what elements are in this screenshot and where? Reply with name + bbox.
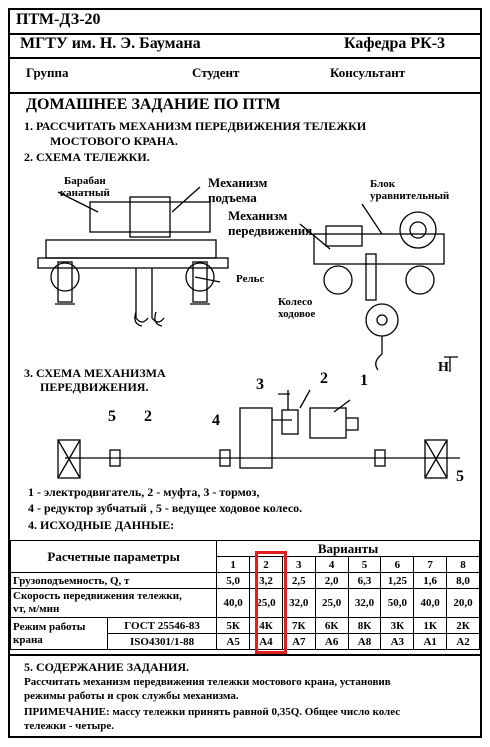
content-text-1: Рассчитать механизм передвижения тележки… (24, 676, 391, 688)
rail-label: Рельс (236, 273, 265, 285)
param-header: Расчетные параметры (9, 540, 218, 573)
content-note-2: тележки - четыре. (24, 720, 114, 732)
lift-label-1: Механизм (208, 175, 268, 190)
variant-cell: 5 (347, 556, 382, 573)
speed-cell: 40,0 (216, 588, 251, 618)
travel-label-2: передвижения (228, 223, 313, 238)
variant-cell: 4 (314, 556, 349, 573)
content-title: 5. СОДЕРЖАНИЕ ЗАДАНИЯ. (24, 660, 190, 674)
mechanism-title-2: ПЕРЕДВИЖЕНИЯ. (40, 380, 149, 394)
mode-label: Режим работы крана (10, 617, 108, 650)
mech-num-4: 4 (212, 412, 220, 429)
load-cell: 6,3 (347, 572, 382, 589)
doc-code: ПТМ-ДЗ-20 (16, 11, 101, 28)
speed-cell: 20,0 (446, 588, 480, 618)
load-cell: 2,0 (314, 572, 349, 589)
speed-cell: 32,0 (347, 588, 382, 618)
load-cell: 2,5 (281, 572, 316, 589)
speed-label-1: Скорость передвижения тележки, (13, 590, 182, 602)
travel-label-1: Механизм (228, 208, 288, 223)
load-cell: 5,0 (216, 572, 251, 589)
variant-cell: 1 (216, 556, 251, 573)
trolley-scheme (37, 186, 458, 372)
initial-data-title: 4. ИСХОДНЫЕ ДАННЫЕ: (28, 518, 175, 532)
variant-cell: 3 (281, 556, 316, 573)
iso-cell: А3 (380, 633, 415, 650)
gost-cell: 2К (446, 617, 480, 634)
wheel-label-1: Колесо (278, 296, 313, 308)
variant-cell: 6 (380, 556, 415, 573)
mech-num-5-right: 5 (456, 468, 464, 485)
iso-cell: А6 (314, 633, 349, 650)
params-table: Расчетные параметры Варианты 1 2 3 4 5 6… (9, 540, 480, 650)
gost-cell: 6К (314, 617, 349, 634)
gost-cell: 3К (380, 617, 415, 634)
iso-cell: А8 (347, 633, 382, 650)
mech-num-2-left: 2 (144, 408, 152, 425)
iso-cell: А7 (281, 633, 316, 650)
gost-cell: 8К (347, 617, 382, 634)
mechanism-title-1: 3. СХЕМА МЕХАНИЗМА (24, 366, 166, 380)
legend-line-1: 1 - электродвигатель, 2 - муфта, 3 - тор… (28, 485, 260, 499)
gost-cell: 7К (281, 617, 316, 634)
page-title: ДОМАШНЕЕ ЗАДАНИЕ ПО ПТМ (26, 96, 281, 113)
speed-label-2: vт, м/мин (13, 603, 60, 615)
block-label-2: уравнительный (370, 190, 450, 202)
content-text-2: режимы работы и срок службы механизма. (24, 690, 239, 702)
header-row-signatures: Группа Студент Консультант (10, 57, 480, 94)
gost-cell: 1К (413, 617, 448, 634)
iso-cell: А5 (216, 633, 251, 650)
variant-cell: 7 (413, 556, 448, 573)
mode-label-2: крана (13, 633, 43, 646)
iso-label: ISO4301/1-88 (106, 633, 218, 650)
university-name: МГТУ им. Н. Э. Баумана (20, 35, 201, 52)
iso-cell: А2 (446, 633, 480, 650)
mech-num-5-left: 5 (108, 408, 116, 425)
speed-cell: 40,0 (413, 588, 448, 618)
load-cell: 1,25 (380, 572, 415, 589)
header-row-university: МГТУ им. Н. Э. Баумана Кафедра РК-3 (10, 33, 480, 59)
load-cell: 1,6 (413, 572, 448, 589)
department-name: Кафедра РК-3 (344, 35, 446, 52)
wheel-label-2: ходовое (278, 308, 316, 320)
task-line-2: МОСТОВОГО КРАНА. (50, 134, 178, 148)
variant-2-highlight (255, 551, 287, 654)
speed-label: Скорость передвижения тележки, vт, м/мин (9, 588, 218, 618)
group-label: Группа (26, 65, 69, 80)
student-label: Студент (192, 65, 240, 80)
mech-num-3: 3 (256, 376, 264, 393)
load-label: Грузоподъемность, Q, т (9, 572, 218, 589)
iso-cell: А1 (413, 633, 448, 650)
lift-label-2: подъема (208, 190, 257, 205)
speed-cell: 25,0 (314, 588, 349, 618)
gost-label: ГОСТ 25546-83 (106, 617, 218, 634)
load-cell: 8,0 (446, 572, 480, 589)
speed-cell: 50,0 (380, 588, 415, 618)
height-label: H (438, 360, 449, 375)
variant-cell: 8 (446, 556, 480, 573)
header-row-code: ПТМ-ДЗ-20 (10, 10, 480, 35)
mechanism-scheme (57, 389, 460, 479)
gost-cell: 5К (216, 617, 251, 634)
document-frame: ПТМ-ДЗ-20 МГТУ им. Н. Э. Баумана Кафедра… (8, 8, 482, 738)
drum-label-2: канатный (60, 187, 110, 199)
mech-num-2: 2 (320, 370, 328, 387)
content-note-1: ПРИМЕЧАНИЕ: массу тележки принять равной… (24, 706, 401, 718)
legend-line-2: 4 - редуктор зубчатый , 5 - ведущее ходо… (28, 501, 303, 515)
block-label-1: Блок (370, 178, 396, 190)
content-section: 5. СОДЕРЖАНИЕ ЗАДАНИЯ. Рассчитать механи… (10, 654, 480, 738)
scheme-title: 2. СХЕМА ТЕЛЕЖКИ. (24, 150, 150, 164)
speed-cell: 32,0 (281, 588, 316, 618)
drum-label-1: Барабан (64, 175, 106, 187)
consultant-label: Консультант (330, 65, 406, 80)
task-line-1: 1. РАССЧИТАТЬ МЕХАНИЗМ ПЕРЕДВИЖЕНИЯ ТЕЛЕ… (24, 119, 367, 133)
mode-label-1: Режим работы (13, 620, 86, 633)
mech-num-1: 1 (360, 372, 368, 389)
